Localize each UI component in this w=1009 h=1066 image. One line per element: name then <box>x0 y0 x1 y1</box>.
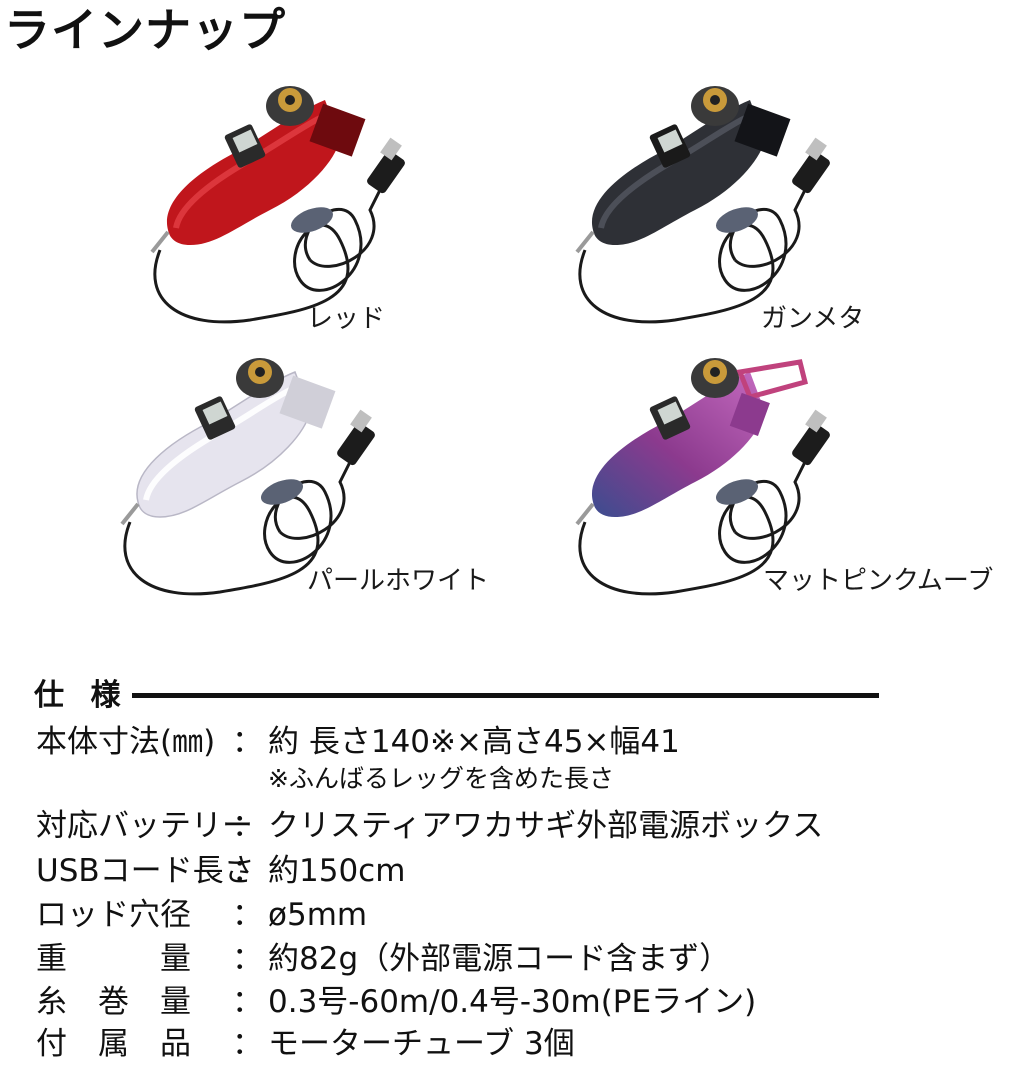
spec-value: 0.3号-60m/0.4号-30m(PEライン) <box>268 984 757 1020</box>
product-pearl-white: パールホワイト <box>110 352 489 602</box>
spec-separator: ： <box>232 853 263 889</box>
spec-separator: ： <box>232 808 263 844</box>
spec-value: 約 長さ140※×高さ45×幅41 <box>268 724 680 760</box>
product-label: レッド <box>307 304 386 334</box>
reel-image <box>150 86 405 324</box>
spec-value: 約82g（外部電源コード含まず） <box>268 941 731 977</box>
spec-value: モーターチューブ 3個 <box>268 1026 575 1062</box>
spec-heading: 仕 様 <box>34 676 879 716</box>
page-title: ラインナップ <box>4 3 286 57</box>
spec-separator: ： <box>232 724 263 760</box>
spec-key: 糸 巻 量 <box>36 984 191 1020</box>
reel-image <box>575 358 830 596</box>
product-label: ガンメタ <box>761 304 865 334</box>
product-red: レッド <box>140 80 440 334</box>
spec-value: 約150cm <box>268 853 406 889</box>
spec-key: 付 属 品 <box>36 1026 191 1062</box>
spec-separator: ： <box>232 1026 263 1062</box>
spec-key: 本体寸法(㎜) <box>36 724 216 760</box>
spec-dimension-note: ※ふんばるレッグを含めた長さ <box>268 764 614 793</box>
spec-separator: ： <box>232 941 263 977</box>
spec-heading-rule <box>124 693 879 698</box>
spec-heading-label: 仕 様 <box>34 676 133 716</box>
spec-separator: ： <box>232 984 263 1020</box>
product-matte-pink-move: マットピンクムーブ <box>565 352 993 602</box>
product-label: パールホワイト <box>307 566 490 596</box>
spec-value: ø5mm <box>268 897 368 933</box>
reel-image <box>575 86 830 324</box>
spec-value: クリスティアワカサギ外部電源ボックス <box>268 808 824 844</box>
reel-image <box>120 358 375 596</box>
spec-key: 重 量 <box>36 941 191 977</box>
spec-key: ロッド穴径 <box>36 897 191 933</box>
product-gunmetal: ガンメタ <box>565 80 865 334</box>
product-label: マットピンクムーブ <box>763 566 994 596</box>
spec-separator: ： <box>232 897 263 933</box>
spec-key: 対応バッテリー <box>36 808 253 844</box>
spec-key: USBコード長さ <box>36 853 255 889</box>
